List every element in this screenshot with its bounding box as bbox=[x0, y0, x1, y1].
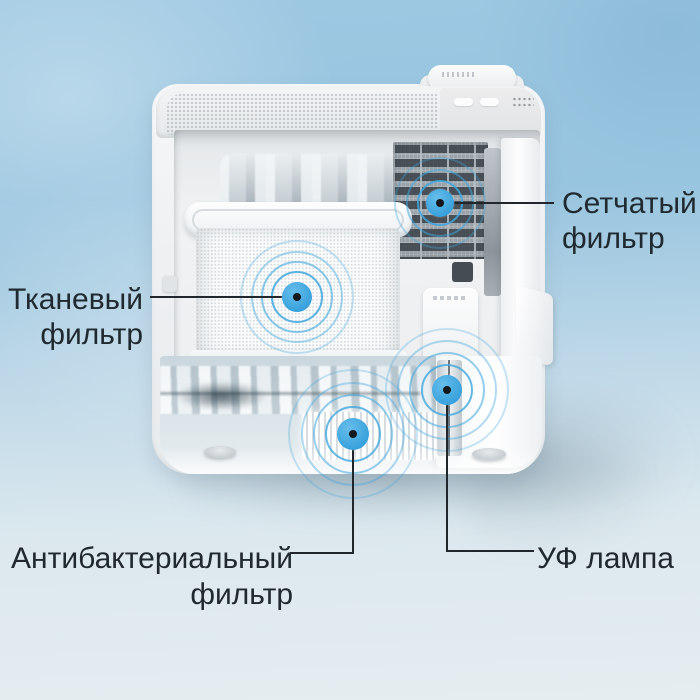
label-line: УФ лампа bbox=[537, 542, 674, 575]
label-antibacterial-filter: Антибактериальный фильтр bbox=[11, 541, 293, 613]
perforated-grille bbox=[166, 93, 438, 135]
label-line: Тканевый bbox=[8, 283, 143, 316]
label-uv-lamp: УФ лампа bbox=[537, 541, 674, 576]
interior-duct bbox=[484, 148, 501, 296]
left-side-clip bbox=[163, 276, 177, 292]
label-line: фильтр bbox=[190, 578, 293, 611]
right-side-flap bbox=[516, 285, 553, 367]
connector-line bbox=[446, 550, 534, 552]
connector-line bbox=[440, 202, 554, 204]
label-line: фильтр bbox=[40, 318, 143, 351]
water-line bbox=[160, 392, 420, 395]
label-line: Антибактериальный bbox=[11, 542, 293, 575]
connector-line bbox=[150, 296, 297, 298]
label-fabric-filter: Тканевый фильтр bbox=[8, 282, 143, 352]
top-lid bbox=[156, 86, 541, 138]
control-panel bbox=[440, 88, 541, 138]
water-shadow bbox=[164, 378, 279, 414]
label-line: фильтр bbox=[562, 222, 665, 255]
connector-line bbox=[446, 390, 448, 552]
label-line: Сетчатый bbox=[562, 187, 697, 220]
connector-line bbox=[290, 552, 354, 554]
control-icons bbox=[512, 96, 534, 108]
marker-core bbox=[349, 430, 357, 438]
control-button bbox=[480, 98, 499, 106]
connector-block bbox=[452, 262, 473, 282]
device-foot bbox=[472, 448, 506, 460]
control-button bbox=[454, 98, 473, 106]
label-mesh-filter: Сетчатый фильтр bbox=[562, 186, 697, 256]
marker-core bbox=[293, 293, 301, 301]
connector-line bbox=[352, 434, 354, 554]
device-foot bbox=[204, 446, 236, 458]
marker-core bbox=[443, 386, 451, 394]
marker-core bbox=[436, 199, 444, 207]
